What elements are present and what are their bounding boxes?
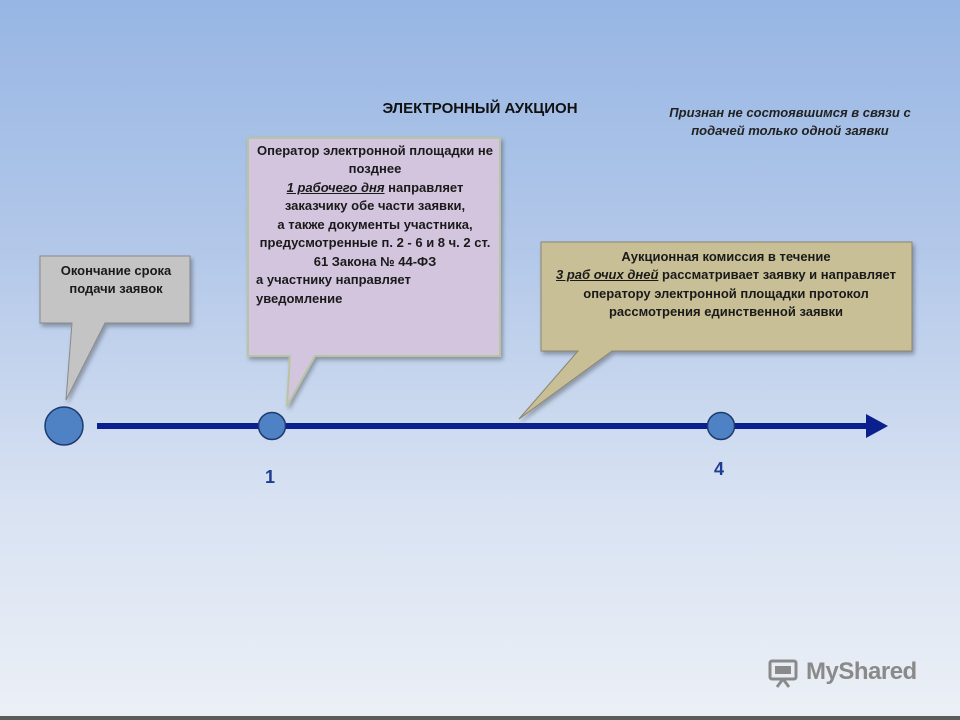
- logo-text: MyShared: [806, 658, 917, 685]
- timeline-node-4: [706, 411, 736, 441]
- operator-line5: предусмотренные п. 2 - 6 и 8 ч. 2 ст. 61…: [259, 235, 491, 269]
- callout-commission-shape: [518, 241, 913, 420]
- operator-line2: направляет: [388, 179, 464, 195]
- bottom-divider: [0, 716, 960, 720]
- commission-term: 3 раб очих дней: [556, 267, 659, 283]
- commission-line1: Аукционная комиссия в течение: [621, 249, 831, 264]
- operator-line1: Оператор электронной площадки не позднее: [257, 143, 493, 177]
- callout-operator-text: Оператор электронной площадки не позднее…: [256, 142, 494, 308]
- timeline-node-1: [257, 411, 287, 441]
- timeline-arrowhead: [866, 414, 888, 438]
- operator-line4: а также документы участника,: [277, 216, 473, 232]
- operator-line3: заказчику обе части заявки,: [284, 198, 466, 214]
- timeline-label-4: 4: [714, 459, 725, 479]
- commission-line2: рассматривает заявку и направляет операт…: [583, 267, 896, 320]
- operator-term: 1 рабочего дня: [286, 179, 385, 195]
- callout-operator-shape: [247, 137, 501, 407]
- timeline-label-1: 1: [265, 467, 276, 487]
- presentation-icon: [768, 659, 798, 688]
- callout-deadline-text: Окончание срока подачи заявок: [60, 263, 172, 297]
- callout-deadline-shape: [39, 255, 191, 401]
- diagram-title: ЭЛЕКТРОННЫЙ АУКЦИОН: [382, 100, 578, 117]
- callout-commission-text: Аукционная комиссия в течение 3 раб очих…: [548, 248, 904, 322]
- watermark-logo: MyShared: [766, 655, 917, 689]
- operator-line6: а участнику направляет уведомление: [256, 272, 411, 306]
- timeline-node-start: [44, 406, 84, 446]
- status-note: Признан не состоявшимся в связи с подаче…: [669, 105, 911, 138]
